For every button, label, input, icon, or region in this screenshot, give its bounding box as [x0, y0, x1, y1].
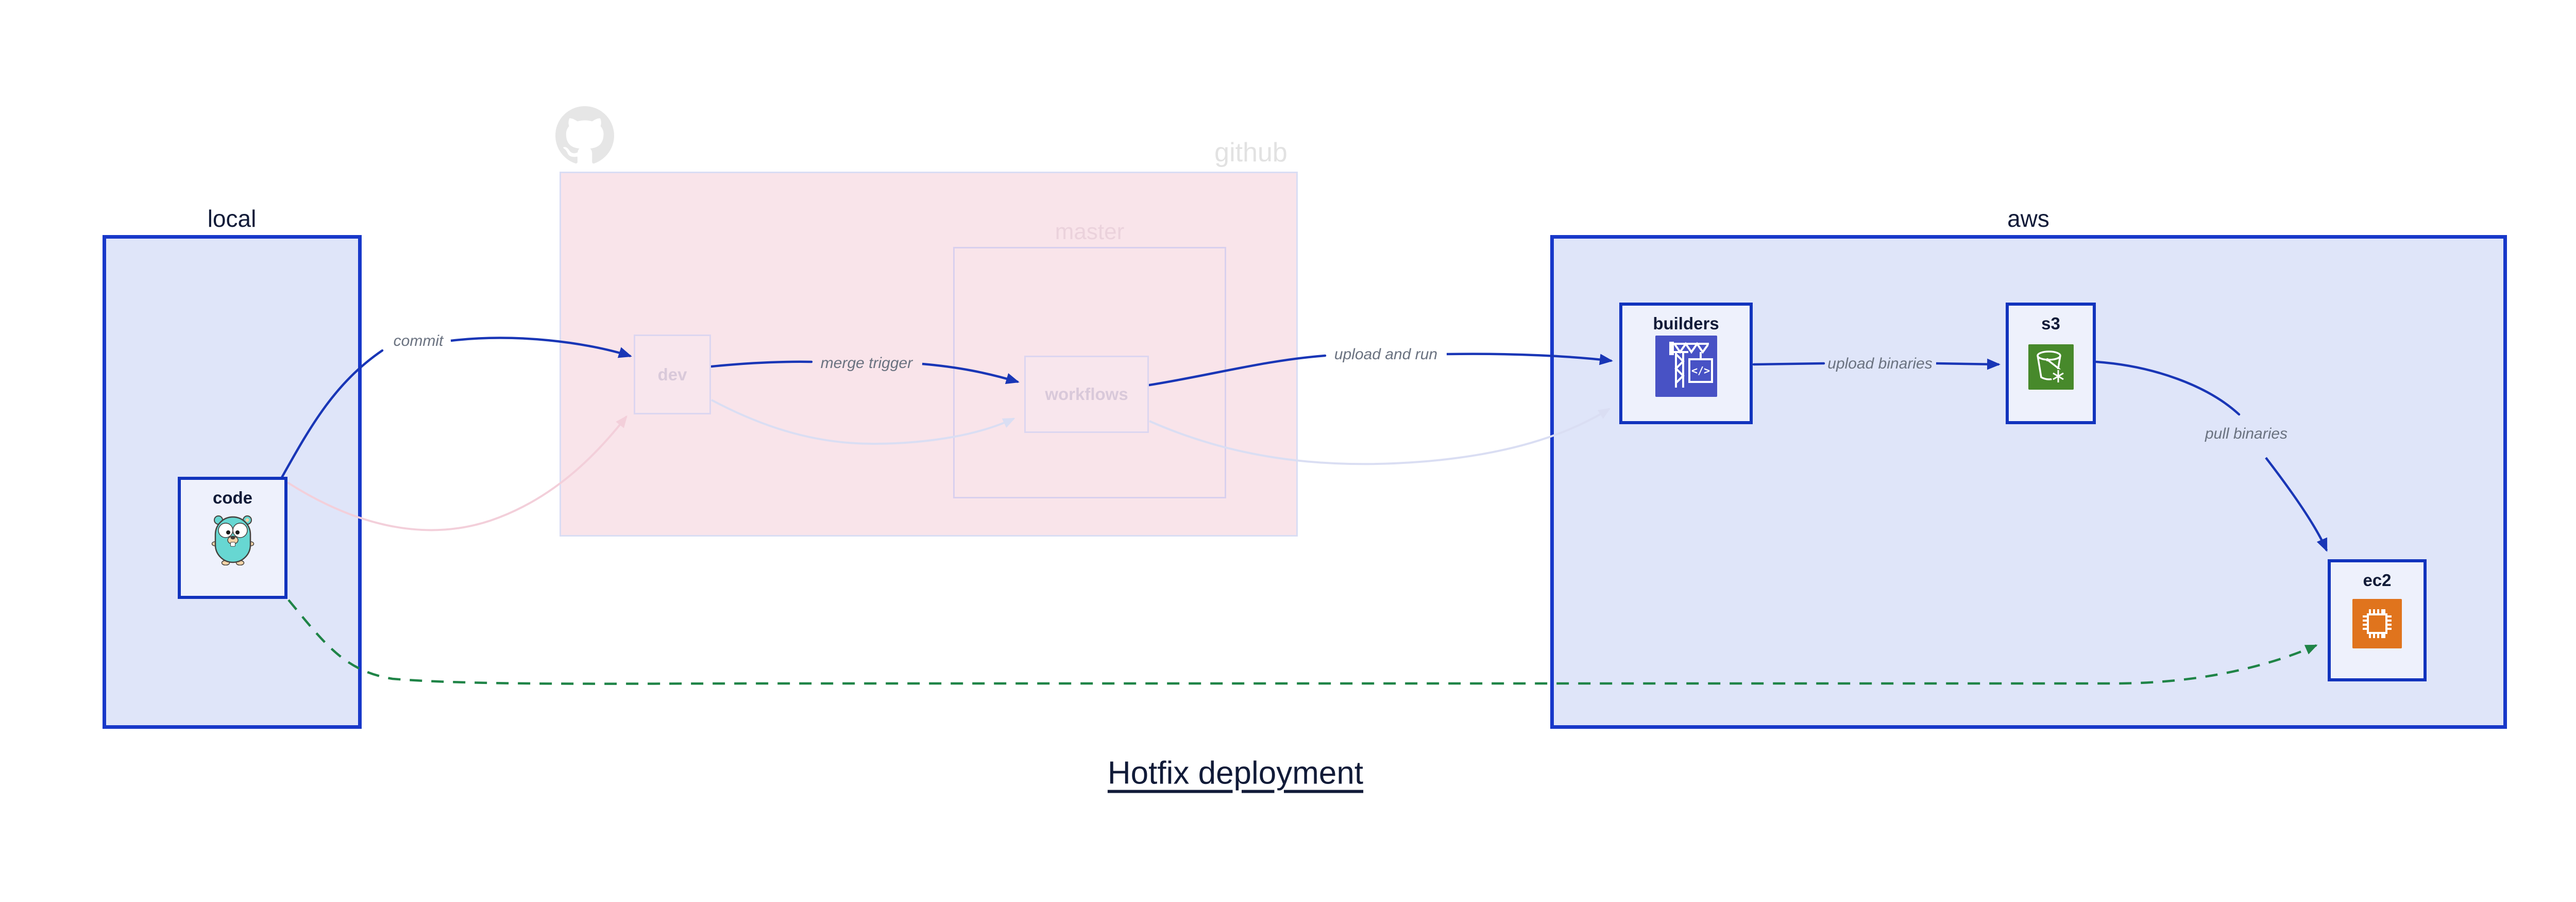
node-s3: s3 — [2006, 303, 2096, 424]
merge-trigger-edge-a — [710, 360, 813, 368]
node-label-builders: builders — [1653, 314, 1719, 333]
upload-and-run-edge-a — [1148, 354, 1327, 387]
region-label-aws: aws — [2007, 205, 2049, 232]
go-gopher-icon — [208, 512, 258, 568]
region-label-master: master — [1055, 219, 1125, 244]
node-label-workflows: workflows — [1045, 385, 1128, 404]
upload-and-run-edge-b — [1446, 353, 1613, 365]
region-master — [953, 247, 1226, 498]
commit-edge-b — [450, 337, 632, 358]
hotfix-dashed-edge — [287, 599, 2318, 685]
edge-label-merge-trigger: merge trigger — [820, 355, 913, 372]
construction-crane-icon: </> — [1655, 336, 1717, 399]
edge-label-pull-binaries: pull binaries — [2205, 425, 2288, 442]
pull-binaries-edge-a — [2095, 360, 2241, 416]
faded-edge-dev-workflows — [711, 399, 1015, 445]
node-workflows: workflows — [1024, 356, 1149, 433]
faded-edge-workflows-builders — [1149, 408, 1611, 465]
commit-edge-a — [280, 349, 384, 480]
svg-text:</>: </> — [1691, 364, 1709, 377]
github-octocat-icon — [555, 106, 614, 165]
node-builders: builders </> — [1619, 303, 1753, 424]
page-title: Hotfix deployment — [1107, 755, 1364, 791]
edge-label-upload-binaries: upload binaries — [1827, 355, 1933, 372]
merge-trigger-edge-b — [922, 362, 1020, 385]
upload-binaries-edge-a — [1752, 362, 1825, 366]
node-label-dev: dev — [657, 364, 687, 384]
cpu-chip-icon — [2352, 599, 2402, 651]
node-code: code — [178, 477, 287, 599]
node-label-ec2: ec2 — [2363, 571, 2392, 590]
upload-binaries-edge-b — [1936, 358, 2001, 370]
node-ec2: ec2 — [2328, 559, 2427, 681]
faded-edge-code-dev — [286, 415, 628, 531]
bucket-snowflake-icon — [2028, 344, 2074, 392]
node-label-code: code — [212, 488, 253, 507]
node-dev: dev — [634, 335, 711, 414]
edge-label-commit: commit — [393, 332, 444, 349]
pull-binaries-edge-b — [2265, 457, 2328, 552]
region-label-local: local — [207, 205, 257, 232]
node-label-s3: s3 — [2041, 314, 2060, 333]
edge-label-upload-and-run: upload and run — [1334, 346, 1438, 363]
region-label-github: github — [1214, 138, 1287, 168]
